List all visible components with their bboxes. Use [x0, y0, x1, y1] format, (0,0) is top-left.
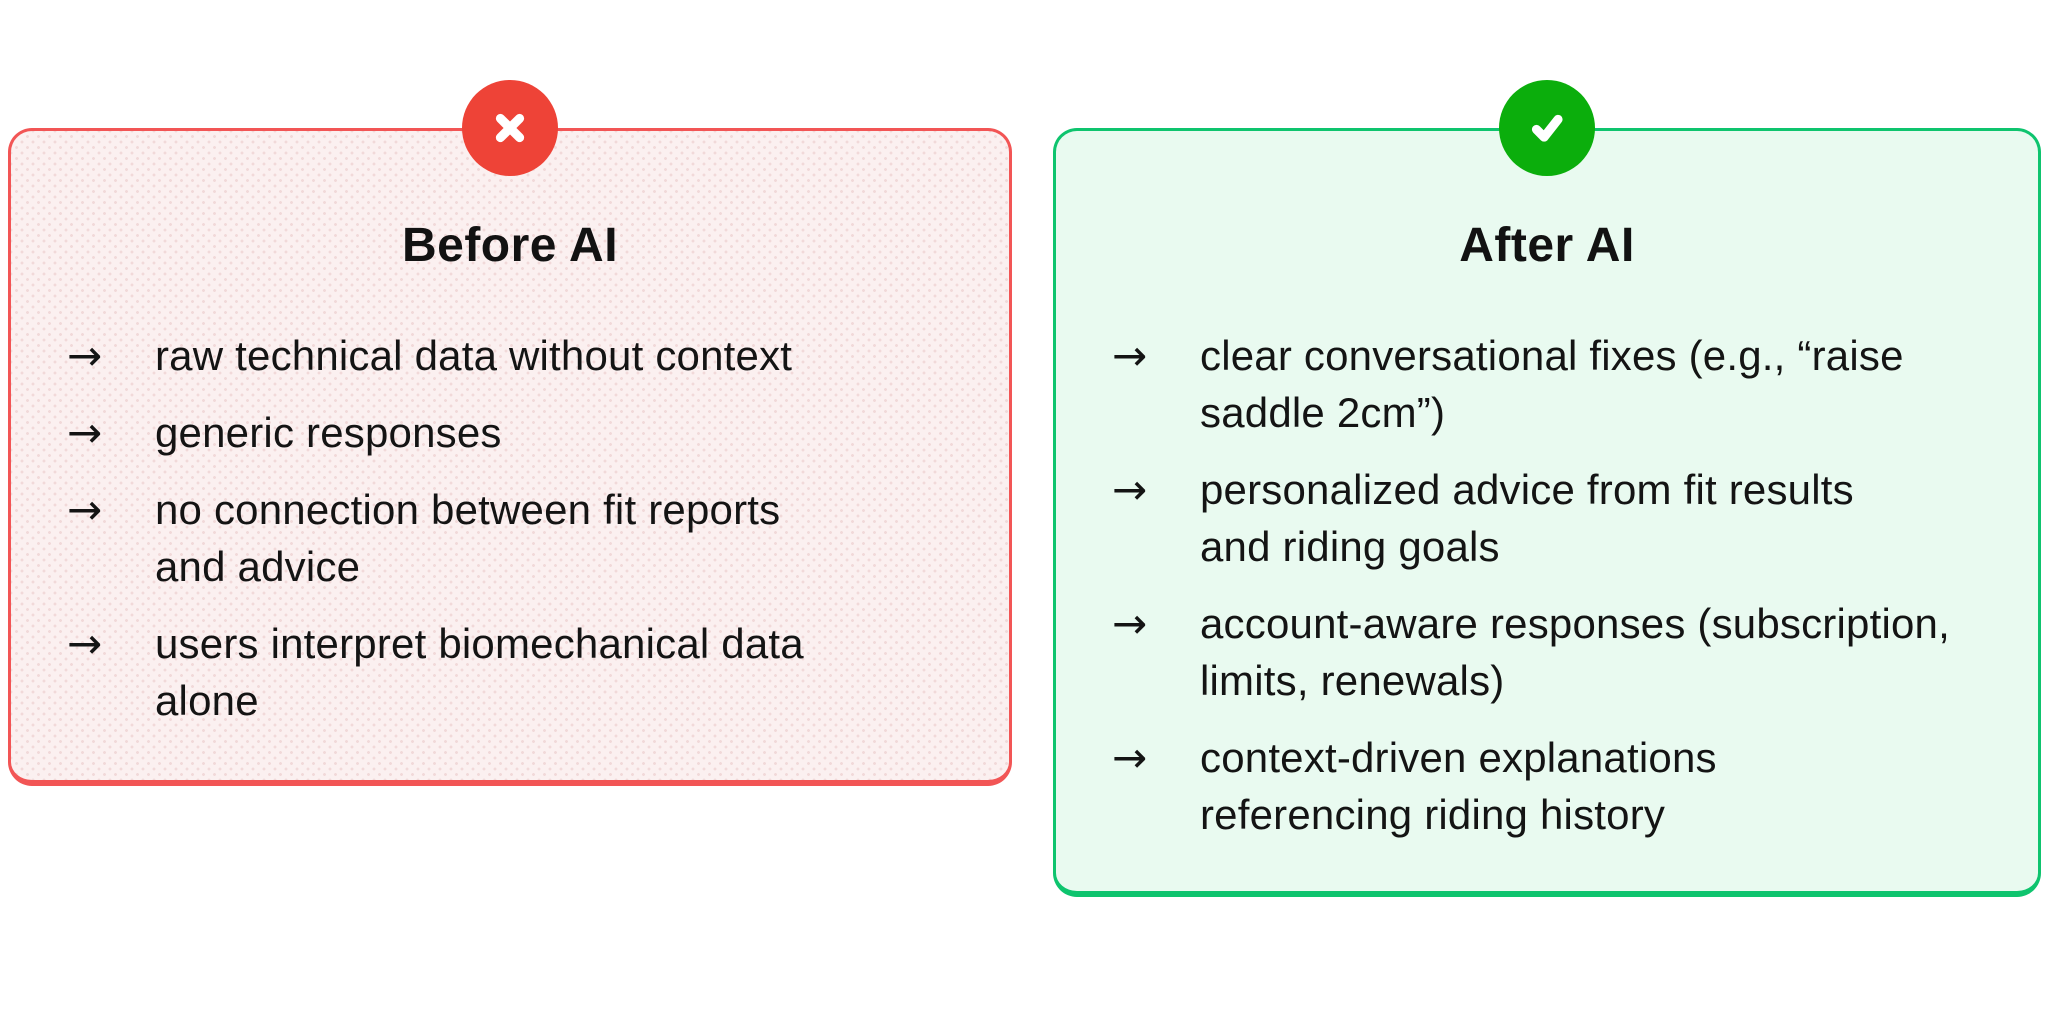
list-item-text: no connection between fit reports and ad…	[155, 486, 781, 590]
check-badge	[1499, 80, 1595, 176]
arrow-icon: →	[67, 408, 103, 457]
list-item-text: generic responses	[155, 409, 502, 456]
after-ai-card: After AI → clear conversational fixes (e.…	[1053, 80, 2041, 897]
list-item: → users interpret biomechanical data alon…	[67, 615, 979, 729]
check-icon	[1524, 105, 1570, 151]
list-item: → clear conversational fixes (e.g., “rais…	[1112, 327, 2008, 441]
before-ai-list: → raw technical data without context → gene…	[67, 327, 979, 729]
list-item: → context-driven explanations referencing…	[1112, 729, 2008, 843]
list-item-text: account-aware responses (subscription, l…	[1200, 600, 1950, 704]
before-ai-title: Before AI	[401, 219, 619, 272]
list-item: → no connection between fit reports and a…	[67, 481, 979, 595]
arrow-icon: →	[1112, 599, 1148, 648]
arrow-icon: →	[1112, 331, 1148, 380]
list-item: → personalized advice from fit results an…	[1112, 461, 2008, 575]
list-item: → account-aware responses (subscription, …	[1112, 595, 2008, 709]
after-ai-list: → clear conversational fixes (e.g., “rais…	[1112, 327, 2008, 843]
list-item-text: context-driven explanations referencing …	[1200, 734, 1717, 838]
cross-badge	[462, 80, 558, 176]
arrow-icon: →	[67, 485, 103, 534]
list-item: → raw technical data without context	[67, 327, 979, 384]
arrow-icon: →	[1112, 465, 1148, 514]
arrow-icon: →	[67, 619, 103, 668]
before-ai-card: Before AI → raw technical data without co…	[8, 80, 1012, 786]
arrow-icon: →	[67, 331, 103, 380]
cross-icon	[487, 105, 533, 151]
list-item-text: clear conversational fixes (e.g., “raise…	[1200, 332, 1904, 436]
list-item-text: users interpret biomechanical data alone	[155, 620, 804, 724]
arrow-icon: →	[1112, 733, 1148, 782]
list-item: → generic responses	[67, 404, 979, 461]
after-ai-title: After AI	[1459, 219, 1635, 272]
list-item-text: raw technical data without context	[155, 332, 793, 379]
list-item-text: personalized advice from fit results and…	[1200, 466, 1854, 570]
